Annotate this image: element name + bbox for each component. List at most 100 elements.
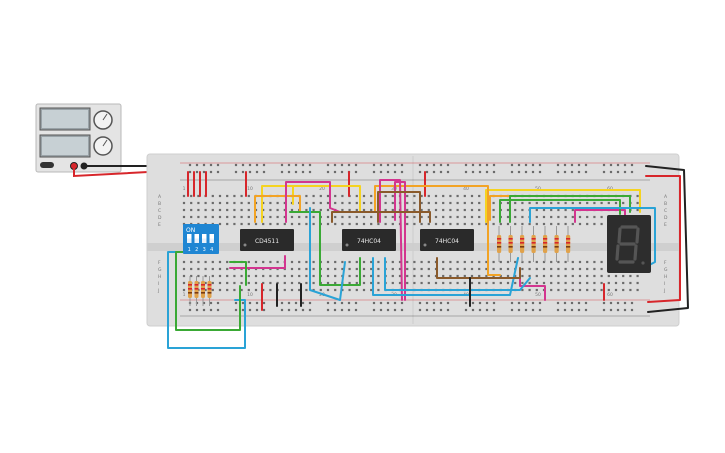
- rail-hole[interactable]: [538, 170, 542, 174]
- breadboard-hole[interactable]: [427, 201, 430, 205]
- rail-hole[interactable]: [255, 308, 259, 312]
- breadboard-hole[interactable]: [478, 260, 481, 264]
- breadboard-hole[interactable]: [326, 201, 330, 205]
- breadboard-hole[interactable]: [233, 281, 236, 285]
- breadboard-hole[interactable]: [564, 215, 567, 219]
- breadboard-hole[interactable]: [413, 274, 416, 278]
- breadboard-hole[interactable]: [326, 194, 330, 198]
- breadboard-hole[interactable]: [427, 274, 430, 278]
- breadboard-hole[interactable]: [564, 260, 567, 264]
- breadboard-hole[interactable]: [514, 215, 517, 219]
- breadboard-hole[interactable]: [276, 281, 279, 285]
- breadboard-hole[interactable]: [262, 274, 265, 278]
- rail-hole[interactable]: [393, 308, 397, 312]
- breadboard-hole[interactable]: [521, 201, 524, 205]
- breadboard-hole[interactable]: [406, 194, 409, 198]
- rail-hole[interactable]: [248, 170, 252, 174]
- breadboard-hole[interactable]: [492, 222, 495, 226]
- breadboard-hole[interactable]: [550, 288, 553, 292]
- breadboard-hole[interactable]: [218, 201, 222, 205]
- breadboard-hole[interactable]: [233, 215, 236, 219]
- breadboard-hole[interactable]: [528, 281, 531, 285]
- breadboard-hole[interactable]: [355, 260, 358, 264]
- rail-hole[interactable]: [510, 170, 514, 174]
- breadboard-hole[interactable]: [478, 208, 481, 212]
- breadboard-hole[interactable]: [355, 215, 358, 219]
- breadboard-hole[interactable]: [341, 267, 344, 271]
- breadboard-hole[interactable]: [226, 274, 229, 278]
- breadboard-hole[interactable]: [557, 208, 560, 212]
- breadboard-hole[interactable]: [377, 260, 380, 264]
- breadboard-hole[interactable]: [506, 201, 510, 205]
- breadboard-hole[interactable]: [391, 215, 394, 219]
- rail-hole[interactable]: [255, 170, 259, 174]
- rail-hole[interactable]: [308, 308, 312, 312]
- rail-hole[interactable]: [478, 170, 482, 174]
- breadboard-hole[interactable]: [182, 194, 186, 198]
- breadboard-hole[interactable]: [571, 208, 574, 212]
- breadboard-hole[interactable]: [521, 215, 524, 219]
- breadboard-hole[interactable]: [312, 274, 315, 278]
- breadboard-hole[interactable]: [370, 260, 373, 264]
- breadboard-hole[interactable]: [420, 267, 423, 271]
- rail-hole[interactable]: [531, 308, 535, 312]
- rail-hole[interactable]: [301, 301, 305, 305]
- breadboard-hole[interactable]: [463, 194, 466, 198]
- rail-hole[interactable]: [446, 301, 450, 305]
- breadboard-hole[interactable]: [564, 201, 567, 205]
- breadboard-hole[interactable]: [182, 260, 186, 264]
- rail-hole[interactable]: [439, 308, 443, 312]
- rail-hole[interactable]: [400, 301, 404, 305]
- breadboard-hole[interactable]: [420, 274, 423, 278]
- breadboard-hole[interactable]: [262, 201, 265, 205]
- breadboard-hole[interactable]: [571, 274, 574, 278]
- breadboard-hole[interactable]: [190, 208, 193, 212]
- breadboard-hole[interactable]: [571, 267, 574, 271]
- breadboard-hole[interactable]: [622, 201, 625, 205]
- breadboard-hole[interactable]: [298, 274, 301, 278]
- breadboard-hole[interactable]: [326, 208, 330, 212]
- breadboard-hole[interactable]: [355, 274, 358, 278]
- breadboard-hole[interactable]: [305, 215, 308, 219]
- breadboard-hole[interactable]: [629, 281, 632, 285]
- rail-hole[interactable]: [602, 170, 606, 174]
- breadboard-hole[interactable]: [348, 281, 351, 285]
- breadboard-hole[interactable]: [218, 215, 222, 219]
- breadboard-hole[interactable]: [240, 288, 243, 292]
- rail-hole[interactable]: [308, 301, 312, 305]
- breadboard-hole[interactable]: [211, 274, 214, 278]
- breadboard-hole[interactable]: [521, 208, 524, 212]
- breadboard-hole[interactable]: [542, 267, 546, 271]
- rail-hole[interactable]: [577, 301, 581, 305]
- breadboard-hole[interactable]: [204, 215, 207, 219]
- breadboard-hole[interactable]: [211, 201, 214, 205]
- breadboard-hole[interactable]: [240, 274, 243, 278]
- breadboard-hole[interactable]: [449, 194, 452, 198]
- breadboard-hole[interactable]: [506, 260, 510, 264]
- rail-hole[interactable]: [202, 163, 206, 167]
- chip-cd4511[interactable]: CD4511: [240, 229, 294, 251]
- rail-hole[interactable]: [209, 170, 213, 174]
- resistor[interactable]: [497, 235, 502, 253]
- breadboard-hole[interactable]: [269, 208, 272, 212]
- breadboard-hole[interactable]: [348, 215, 351, 219]
- breadboard-hole[interactable]: [586, 274, 589, 278]
- breadboard-hole[interactable]: [283, 222, 286, 226]
- breadboard-hole[interactable]: [283, 208, 286, 212]
- breadboard-hole[interactable]: [528, 267, 531, 271]
- breadboard-hole[interactable]: [636, 288, 639, 292]
- rail-hole[interactable]: [623, 301, 627, 305]
- breadboard-hole[interactable]: [305, 281, 308, 285]
- rail-hole[interactable]: [609, 308, 613, 312]
- rail-hole[interactable]: [234, 163, 238, 167]
- breadboard-hole[interactable]: [557, 201, 560, 205]
- breadboard-hole[interactable]: [535, 208, 538, 212]
- breadboard-hole[interactable]: [226, 288, 229, 292]
- rail-hole[interactable]: [333, 163, 337, 167]
- rail-hole[interactable]: [418, 170, 422, 174]
- breadboard-hole[interactable]: [269, 281, 272, 285]
- rail-hole[interactable]: [294, 301, 298, 305]
- breadboard-hole[interactable]: [528, 274, 531, 278]
- breadboard-hole[interactable]: [564, 267, 567, 271]
- rail-hole[interactable]: [563, 308, 567, 312]
